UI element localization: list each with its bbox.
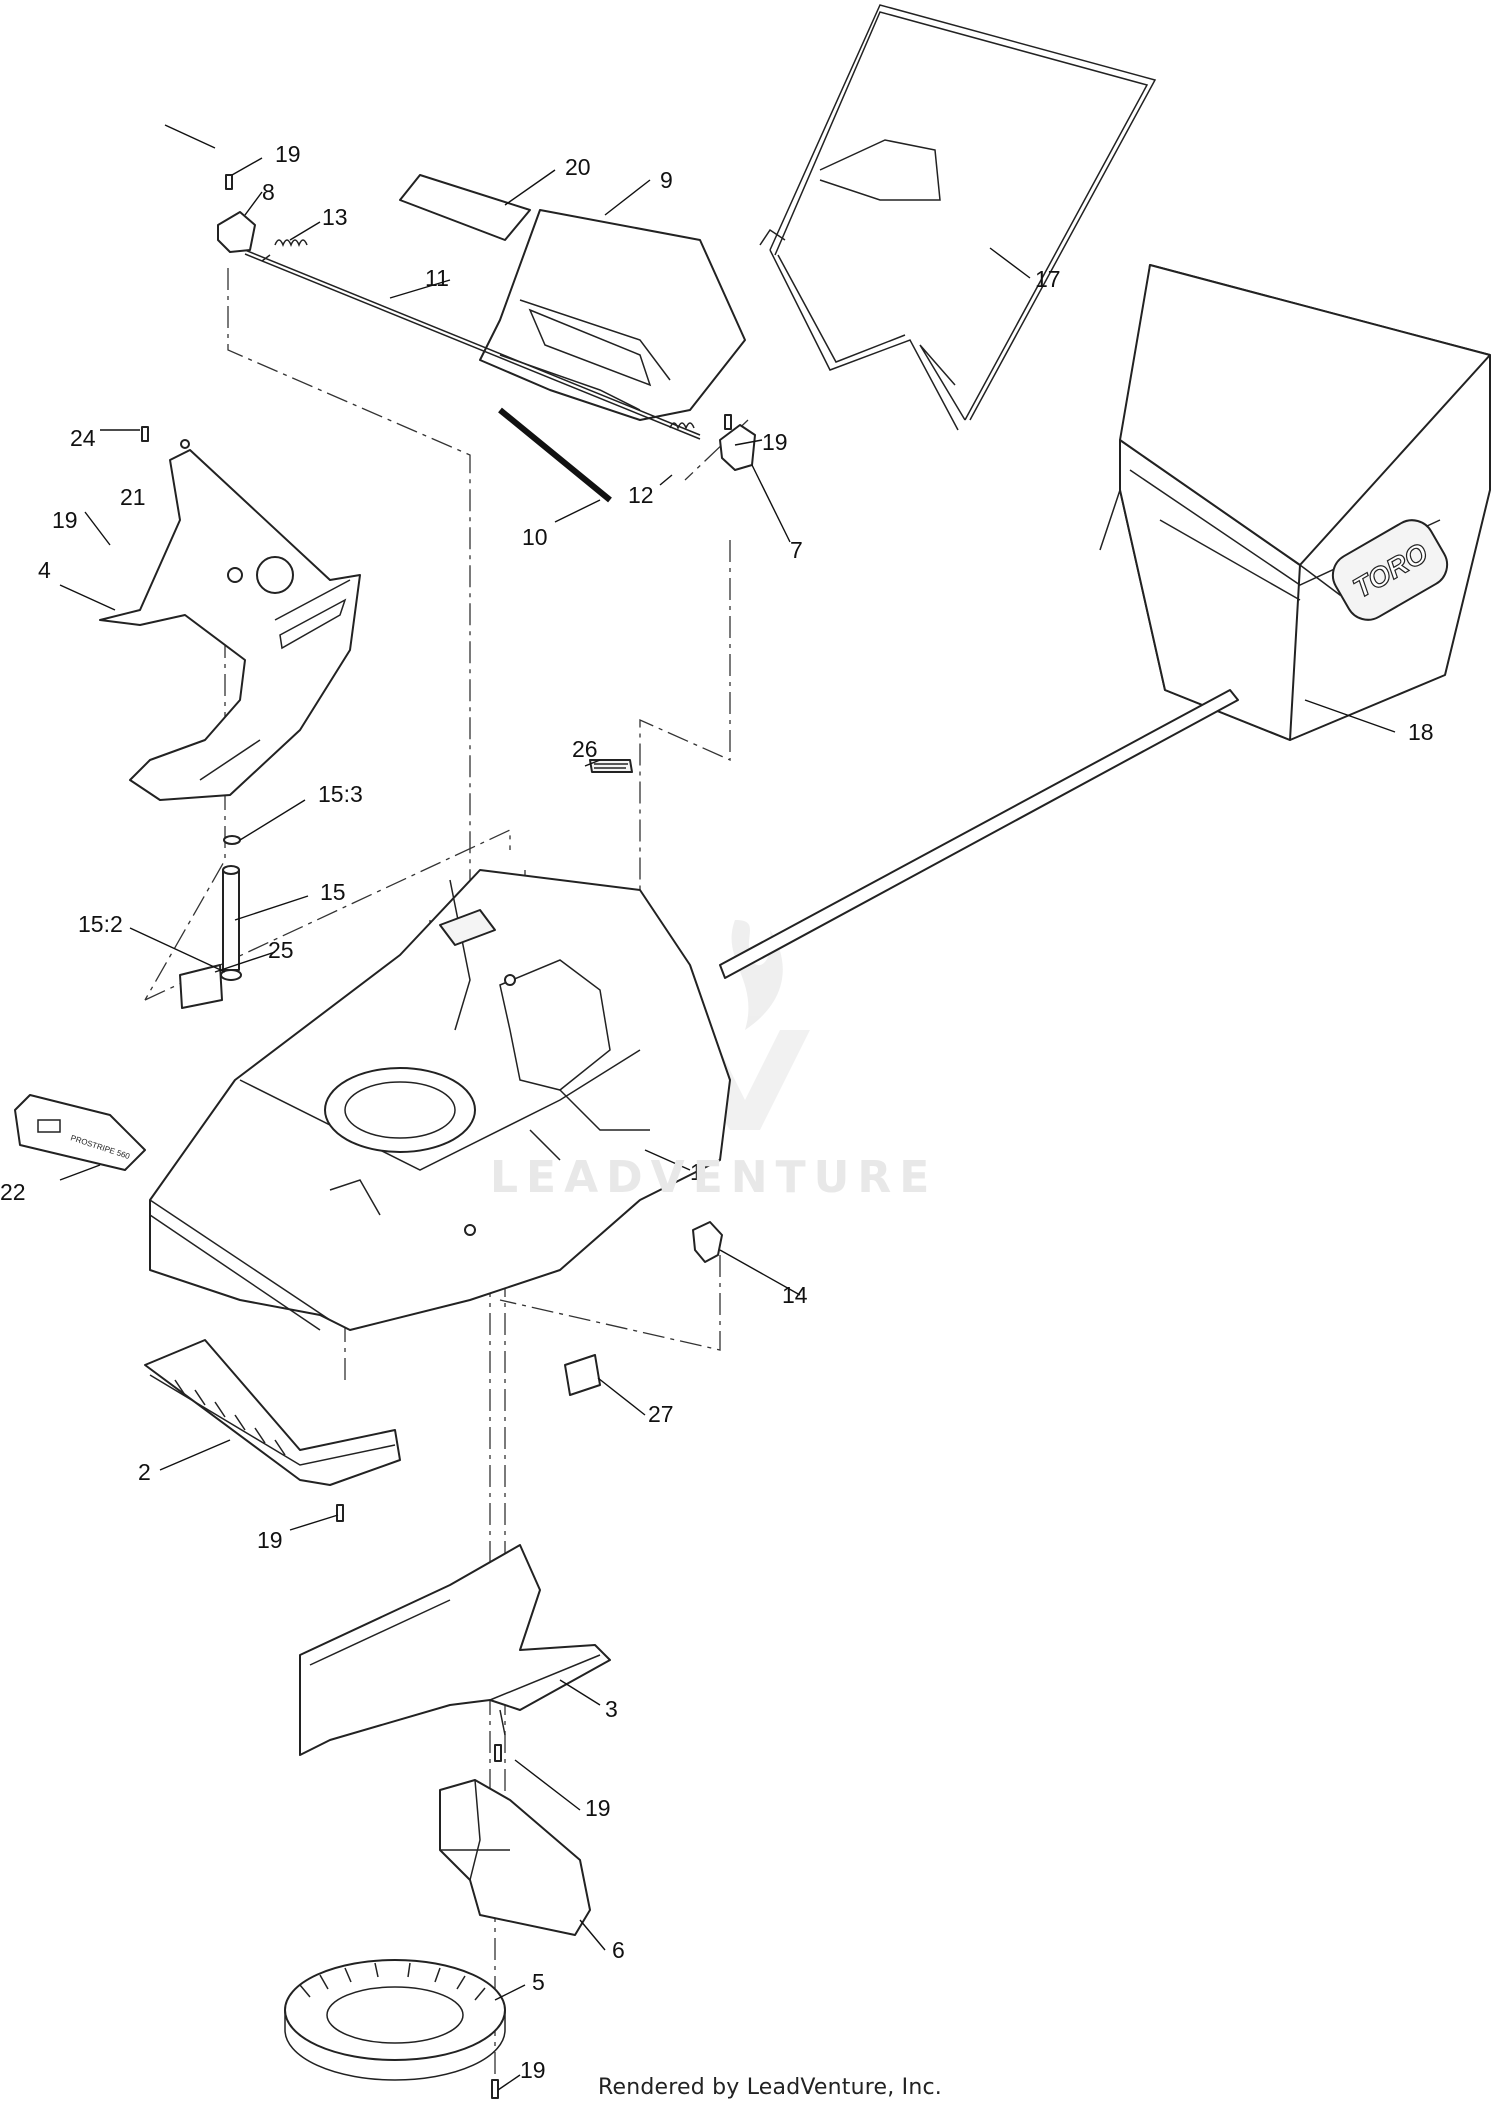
callout-8: 8	[262, 179, 275, 205]
door-label	[399, 174, 531, 241]
callout-18: 18	[1408, 719, 1434, 745]
callout-15-3: 15:3	[318, 781, 363, 807]
bag-rod	[719, 689, 1239, 979]
rear-baffle	[299, 1544, 611, 1756]
screw-19-bottom	[491, 2079, 499, 2099]
callouts: 19 8 13 20 9 11 17 21 24 19 4 10 12 19 7…	[0, 141, 1434, 2083]
screw-24	[180, 439, 190, 449]
callout-4: 4	[38, 557, 51, 583]
label-27	[564, 1354, 601, 1396]
decal-22: PROSTRIPE 560	[14, 1094, 146, 1171]
callout-15: 15	[320, 879, 346, 905]
callout-14: 14	[782, 1282, 808, 1308]
callout-22: 22	[0, 1179, 26, 1205]
rear-door	[479, 209, 746, 421]
leader-lines	[59, 124, 1396, 2091]
bag-frame	[759, 4, 1157, 431]
screw-19-top	[225, 174, 233, 190]
label-25	[179, 964, 223, 1009]
callout-13: 13	[322, 204, 348, 230]
hinge-rod	[244, 249, 701, 440]
callout-5: 5	[532, 1969, 545, 1995]
spring-12	[669, 422, 695, 431]
blade-ring	[284, 1959, 506, 2081]
callout-6: 6	[612, 1937, 625, 1963]
callout-25: 25	[268, 937, 294, 963]
callout-19-right: 19	[762, 429, 788, 455]
watermark-text: LEADVENTURE	[490, 1152, 938, 1203]
callout-26: 26	[572, 736, 598, 762]
callout-19-left: 19	[52, 507, 78, 533]
screw-19-rear-baffle	[494, 1744, 502, 1762]
side-cover	[99, 449, 361, 801]
seal-strip	[498, 407, 612, 503]
callout-19-front-baffle: 19	[257, 1527, 283, 1553]
bracket-7	[719, 424, 756, 471]
callout-12: 12	[628, 482, 654, 508]
callout-27: 27	[648, 1401, 674, 1427]
callout-21: 21	[120, 484, 146, 510]
toro-badge: TORO	[1331, 519, 1449, 621]
callout-1: 1	[690, 1159, 703, 1185]
front-baffle	[144, 1339, 401, 1486]
footer-credit: Rendered by LeadVenture, Inc.	[598, 2075, 942, 2100]
callout-19-bottom: 19	[520, 2057, 546, 2083]
callout-9: 9	[660, 167, 673, 193]
callout-3: 3	[605, 1696, 618, 1722]
callout-10: 10	[522, 524, 548, 550]
callout-15-2: 15:2	[78, 911, 123, 937]
bracket-8	[217, 211, 256, 253]
callout-24: 24	[70, 425, 96, 451]
height-pin	[220, 835, 242, 981]
spring-13	[261, 239, 308, 262]
decal-26	[589, 759, 633, 773]
screw-19-right	[724, 414, 732, 430]
screw-19-front-baffle	[336, 1504, 344, 1522]
callout-2: 2	[138, 1459, 151, 1485]
callout-19-rear-baffle: 19	[585, 1795, 611, 1821]
callout-11: 11	[425, 265, 449, 291]
side-baffle	[439, 1779, 591, 1936]
callout-19-top: 19	[275, 141, 301, 167]
callout-17: 17	[1035, 266, 1061, 292]
grass-bag: TORO	[1099, 264, 1491, 741]
callout-20: 20	[565, 154, 591, 180]
screw-19-left	[141, 426, 149, 442]
mower-deck	[149, 869, 731, 1331]
clip-14	[692, 1221, 723, 1263]
callout-7: 7	[790, 537, 803, 563]
